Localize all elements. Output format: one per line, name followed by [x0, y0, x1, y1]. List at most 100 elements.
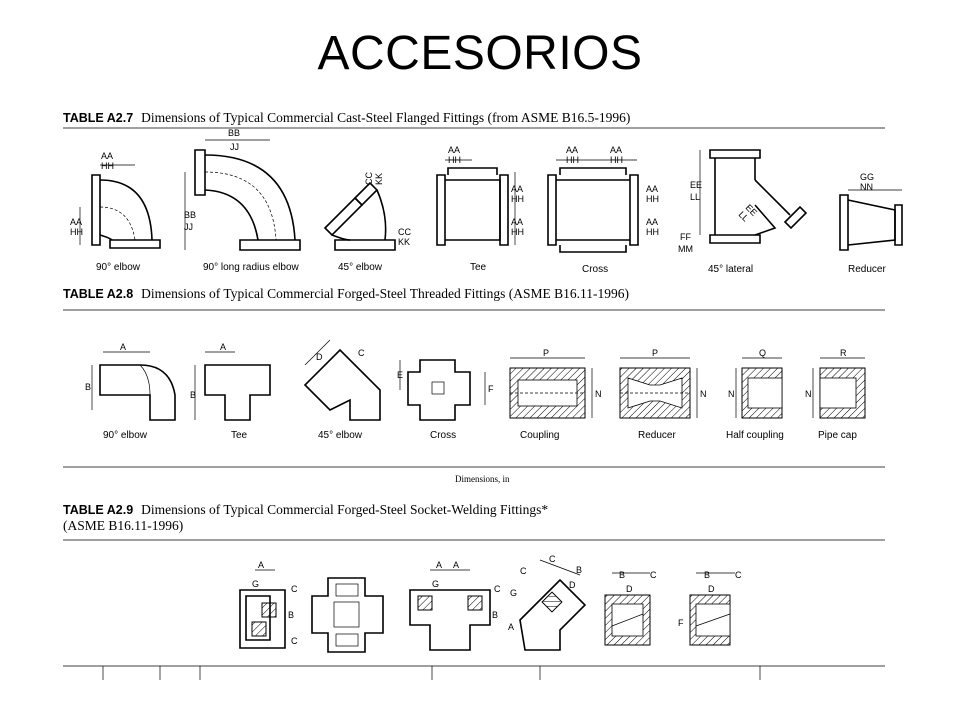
a28-cross: E F Cross	[397, 359, 494, 441]
a28-label-90-elbow: 90° elbow	[103, 430, 148, 441]
a28-45-dim-d: D	[316, 352, 323, 362]
a29-45-dim-d: D	[569, 580, 576, 590]
a27-cross-dim-aa-r: AA	[646, 184, 658, 194]
slide-title: ACCESORIOS	[317, 27, 643, 80]
a27-cross-dim-aa: AA	[566, 145, 578, 155]
a29-45-dim-a: A	[508, 622, 514, 632]
a29-45-dim-c: C	[549, 554, 556, 564]
a27-lr-dim-bb: BB	[228, 128, 240, 138]
a29-tee-dim-b: B	[492, 610, 498, 620]
a27-elbow-dim-aa: AA	[101, 151, 113, 161]
a28-coupling-dim-p: P	[543, 348, 549, 358]
a28-reducer: P N Reducer	[619, 348, 707, 441]
a27-90-long-radius-elbow: BB JJ BB JJ 90° long radius elbow	[184, 128, 301, 273]
a27-45-lateral: EE LL FF MM EE LL 45° lateral	[678, 149, 808, 275]
table-a28-title: Dimensions of Typical Commercial Forged-…	[141, 286, 630, 301]
a27-tee-dim-hh-r: HH	[511, 194, 524, 204]
a28-90-elbow: A B 90° elbow	[85, 342, 176, 441]
table-a27-number: TABLE A2.7	[63, 111, 134, 125]
a29-tee-dim-a2: A	[453, 560, 459, 570]
table-column-lines	[102, 666, 761, 680]
a28-45-elbow: D C 45° elbow	[303, 339, 381, 441]
a27-cross-dim-hh2: HH	[610, 155, 623, 165]
a29-half-dim-f: F	[678, 618, 684, 628]
a28-elbow-dim-b: B	[85, 382, 91, 392]
table-a29-caption: TABLE A2.9 Dimensions of Typical Commerci…	[63, 502, 548, 534]
a29-45-dim-g: G	[510, 588, 517, 598]
a28-label-half-coupling: Half coupling	[726, 430, 784, 441]
a29-coupling-dim-c: C	[650, 570, 657, 580]
a27-cross-dim-hh-r: HH	[646, 194, 659, 204]
a28-cap-dim-n: N	[805, 389, 812, 399]
table-a28-caption: TABLE A2.8 Dimensions of Typical Commerci…	[63, 286, 629, 302]
a28-tee-dim-b: B	[190, 390, 196, 400]
a29-half-dim-b: B	[704, 570, 710, 580]
a28-cross-dim-e: E	[397, 370, 403, 380]
table-a29-number: TABLE A2.9	[63, 503, 134, 517]
a27-cross: AA HH AA HH AA HH AA HH Cross	[547, 145, 659, 275]
a28-tee: A B Tee	[190, 342, 271, 441]
a29-elbow-dim-a: A	[258, 560, 264, 570]
table-a28-number: TABLE A2.8	[63, 287, 134, 301]
a28-label-pipe-cap: Pipe cap	[818, 430, 857, 441]
a29-45-dim-c2: C	[520, 566, 527, 576]
a28-tee-dim-a: A	[220, 342, 226, 352]
a29-tee: A A G C B	[409, 560, 501, 651]
a27-tee-dim-hh: HH	[448, 155, 461, 165]
a28-cross-dim-f: F	[488, 384, 494, 394]
a27-label-tee: Tee	[470, 262, 487, 273]
a28-cap-dim-r: R	[840, 348, 847, 358]
a28-half-coupling: Q N Half coupling	[726, 348, 784, 441]
a28-half-dim-n: N	[728, 389, 735, 399]
a27-cross-dim-aa-r2: AA	[646, 217, 658, 227]
a28-half-dim-q: Q	[759, 348, 766, 358]
a29-half-dim-d: D	[708, 584, 715, 594]
a27-label-lr-elbow: 90° long radius elbow	[203, 262, 300, 273]
a27-label-cross: Cross	[582, 264, 608, 275]
a29-half-coupling: B C D F	[678, 570, 742, 646]
a28-label-tee: Tee	[231, 430, 248, 441]
a27-elbow-dim-hh-v: HH	[70, 227, 83, 237]
a27-cross-dim-hh-r2: HH	[646, 227, 659, 237]
a27-90-elbow: AA HH AA HH 90° elbow	[70, 151, 161, 273]
a29-45-dim-b: B	[576, 565, 582, 575]
a29-coupling: B C D	[604, 570, 657, 646]
a29-elbow-dim-b: B	[288, 610, 294, 620]
a27-45-elbow: CC KK CC KK 45° elbow	[323, 172, 411, 273]
a28-pipe-cap: R N Pipe cap	[805, 348, 866, 441]
a28-coupling: P N Coupling	[509, 348, 602, 441]
a29-45-elbow: C C B D G A	[508, 554, 587, 651]
a29-tee-dim-a: A	[436, 560, 442, 570]
a27-lat-dim-ff: FF	[680, 232, 691, 242]
a28-elbow-dim-a: A	[120, 342, 126, 352]
a27-lr-dim-jj-v: JJ	[184, 222, 193, 232]
a29-coupling-dim-b: B	[619, 570, 625, 580]
a29-elbow-dim-c: C	[291, 584, 298, 594]
a29-tee-dim-c: C	[494, 584, 501, 594]
table-a29-title-line2: (ASME B16.11-1996)	[63, 518, 184, 533]
a28-45-dim-c: C	[358, 348, 365, 358]
a27-45-dim-kk: KK	[374, 173, 384, 185]
a27-label-45-lateral: 45° lateral	[708, 264, 753, 275]
a27-lat-dim-ee: EE	[690, 180, 702, 190]
a28-coupling-dim-n: N	[595, 389, 602, 399]
a28-reducer-dim-p: P	[652, 348, 658, 358]
a27-lr-dim-jj: JJ	[230, 142, 239, 152]
a27-tee-dim-aa-r2: AA	[511, 217, 523, 227]
table-a29-title-line1: Dimensions of Typical Commercial Forged-…	[141, 502, 549, 517]
a29-elbow-dim-c2: C	[291, 636, 298, 646]
a29-half-dim-c: C	[735, 570, 742, 580]
a27-tee-dim-aa-r: AA	[511, 184, 523, 194]
a27-tee: AA HH AA HH AA HH Tee	[436, 145, 524, 273]
a28-reducer-dim-n: N	[700, 389, 707, 399]
a27-45-dim-cc: CC	[364, 172, 374, 185]
a27-label-reducer: Reducer	[848, 264, 886, 275]
a28-label-cross: Cross	[430, 430, 456, 441]
a27-lat-dim-mm: MM	[678, 244, 693, 254]
a27-elbow-dim-aa-v: AA	[70, 217, 82, 227]
a29-elbow-dim-g: G	[252, 579, 259, 589]
a27-red-dim-gg: GG	[860, 172, 874, 182]
a27-cross-dim-hh: HH	[566, 155, 579, 165]
